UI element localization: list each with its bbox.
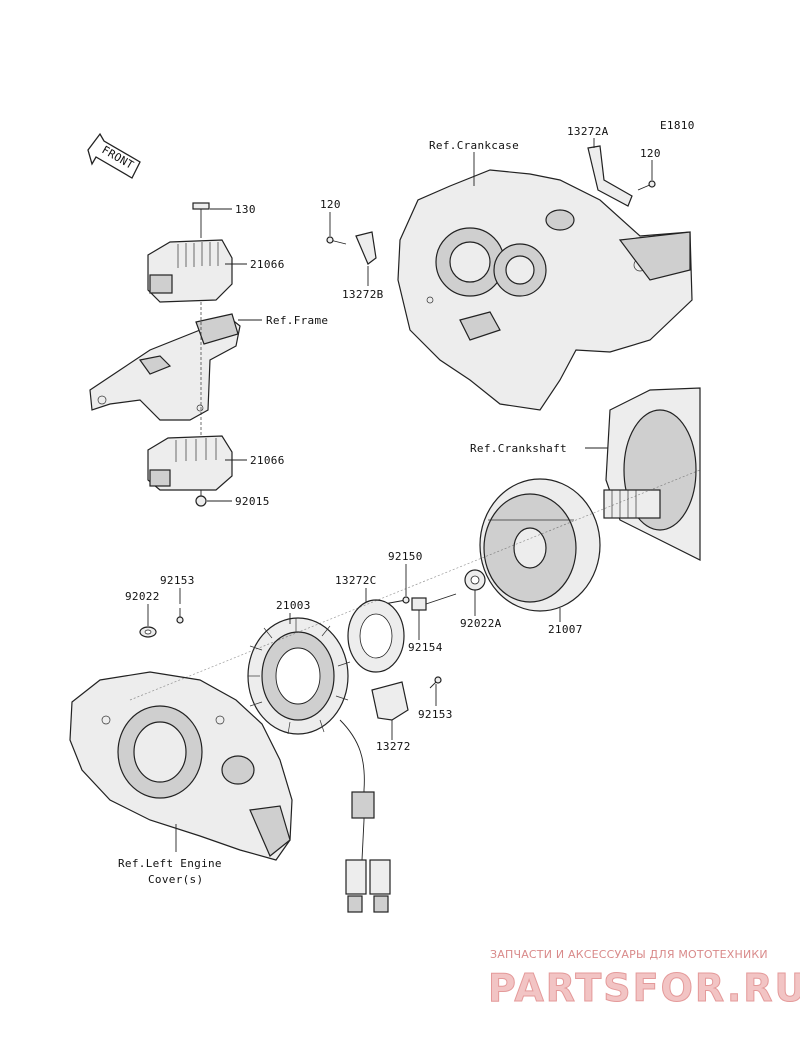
regulator-upper-illustration xyxy=(147,202,233,303)
ref-left-cover-line2: Cover(s) xyxy=(148,873,203,886)
part-92153-left-label: 92153 xyxy=(160,574,195,587)
watermark-tagline: ЗАПЧАСТИ И АКСЕССУАРЫ ДЛЯ МОТОТЕХНИКИ xyxy=(490,948,768,961)
ref-left-cover-line1: Ref.Left Engine xyxy=(118,857,222,870)
part-92022a-label: 92022A xyxy=(460,617,502,630)
part-120-left-label: 120 xyxy=(320,198,341,211)
regulator-lower-illustration xyxy=(147,435,233,507)
rotor-21007-illustration xyxy=(479,478,601,612)
part-21066-upper-label: 21066 xyxy=(250,258,285,271)
frame-bracket-illustration xyxy=(89,313,241,421)
watermark-logo: PARTSFOR.RU xyxy=(487,966,800,1011)
diagram-code: E1810 xyxy=(660,119,695,132)
crankcase-illustration xyxy=(397,169,693,411)
ref-crankcase-label: Ref.Crankcase xyxy=(429,139,519,152)
ref-crankshaft-label: Ref.Crankshaft xyxy=(470,442,567,455)
cover-13272-illustration xyxy=(371,681,409,721)
assembly-centerline xyxy=(129,469,701,701)
leaders-upper-left xyxy=(207,208,262,502)
washer-92022-illustration xyxy=(139,626,157,638)
part-13272c-label: 13272C xyxy=(335,574,377,587)
bracket-13272b-illustration xyxy=(355,231,377,265)
crankshaft-illustration xyxy=(603,387,701,561)
wire-harness-illustration xyxy=(339,719,391,913)
bracket-13272a-illustration xyxy=(587,145,633,207)
bolt-120-right-illustration xyxy=(637,180,656,191)
screw-92150-illustration xyxy=(383,596,410,605)
part-92150-label: 92150 xyxy=(388,550,423,563)
part-92154-label: 92154 xyxy=(408,641,443,654)
ref-frame-label: Ref.Frame xyxy=(266,314,328,327)
part-21066-lower-label: 21066 xyxy=(250,454,285,467)
front-arrow-icon: FRONT xyxy=(87,132,141,179)
bolt-120-left-illustration xyxy=(326,236,347,245)
part-92022-label: 92022 xyxy=(125,590,160,603)
part-92153-right-label: 92153 xyxy=(418,708,453,721)
left-engine-cover-illustration xyxy=(69,671,293,861)
part-21007-label: 21007 xyxy=(548,623,583,636)
screw-92153-right-illustration xyxy=(429,676,442,689)
part-13272a-label: 13272A xyxy=(567,125,609,138)
part-120-right-label: 120 xyxy=(640,147,661,160)
bolt-92154-illustration xyxy=(411,593,457,611)
washer-92022a-illustration xyxy=(464,569,486,591)
stator-21003-illustration xyxy=(247,617,351,735)
part-21003-label: 21003 xyxy=(276,599,311,612)
part-130-label: 130 xyxy=(235,203,256,216)
screw-92153-left-illustration xyxy=(176,608,184,624)
part-13272b-label: 13272B xyxy=(342,288,384,301)
plate-13272c-illustration xyxy=(347,599,405,673)
part-92015-label: 92015 xyxy=(235,495,270,508)
part-13272-label: 13272 xyxy=(376,740,411,753)
